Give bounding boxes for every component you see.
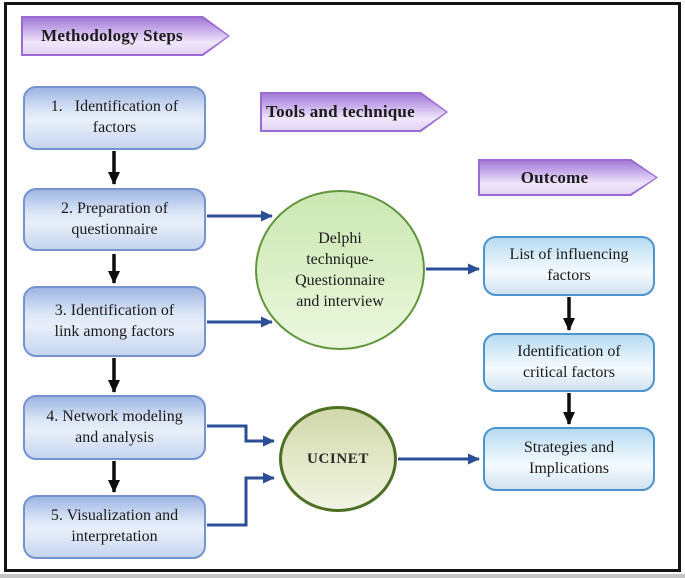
figure-bottom-edge: [0, 574, 685, 578]
banner-arrow-fill: [23, 18, 228, 54]
banner-tools-label: Tools and technique: [266, 102, 415, 121]
step-box-network-modeling: 4. Network modeling and analysis: [23, 395, 206, 460]
tool-circle-delphi-technique: Delphi technique- Questionnaire and inte…: [255, 190, 425, 350]
outcome-text-line: List of influencing: [509, 246, 629, 264]
banner-arrow-fill: [480, 161, 656, 194]
outcome-text-line: factors: [547, 267, 591, 284]
step-box-identification-of-links: 3. Identification of link among factors: [23, 286, 206, 357]
step-box-preparation-of-questionnaire: 2. Preparation of questionnaire: [23, 188, 206, 251]
tool-text-line: Questionnaire: [295, 272, 385, 289]
outcome-text-line: Identification of: [517, 342, 621, 360]
tool-circle-ucinet: UCINET: [279, 406, 397, 512]
banner-methodology-label: Methodology Steps: [41, 26, 183, 45]
tool-text-line: technique-: [306, 250, 374, 268]
banner-outcome: Outcome: [478, 159, 658, 196]
step-text-line: 1. Identification of: [50, 98, 179, 116]
step-text-line: and analysis: [75, 428, 154, 446]
step-text-line: link among factors: [54, 322, 175, 340]
outcome-box-critical-factors: Identification of critical factors: [483, 333, 655, 392]
step-text-line: 2. Preparation of: [60, 199, 169, 217]
banner-arrow-fill: [262, 94, 446, 130]
step-text-line: interpretation: [71, 528, 158, 545]
tool-text-line: UCINET: [307, 450, 369, 467]
connector-step4-ucinet: [207, 424, 275, 447]
tool-text-line: and interview: [296, 293, 384, 311]
banner-outcome-label: Outcome: [520, 167, 589, 187]
banner-methodology-steps: Methodology Steps: [21, 16, 230, 56]
step-text-line: questionnaire: [71, 220, 158, 238]
step-box-visualization-interpretation: 5. Visualization and interpretation: [23, 495, 206, 559]
step-text-line: 5. Visualization and: [50, 507, 179, 525]
outcome-box-influencing-factors: List of influencing factors: [483, 236, 655, 296]
step-box-identification-of-factors: 1. Identification of factors: [23, 86, 206, 150]
step-text-line: 4. Network modeling: [46, 407, 183, 425]
outcome-box-strategies-implications: Strategies and Implications: [483, 427, 655, 491]
step-text-line: factors: [92, 119, 137, 136]
outcome-text-line: Strategies and: [523, 439, 615, 457]
tool-text-line: Delphi: [318, 229, 362, 247]
banner-tools-and-technique: Tools and technique: [260, 92, 448, 132]
connector-step5-ucinet: [207, 472, 275, 527]
outcome-text-line: critical factors: [523, 363, 615, 381]
outcome-text-line: Implications: [529, 460, 609, 477]
step-text-line: 3. Identification of: [54, 301, 175, 319]
